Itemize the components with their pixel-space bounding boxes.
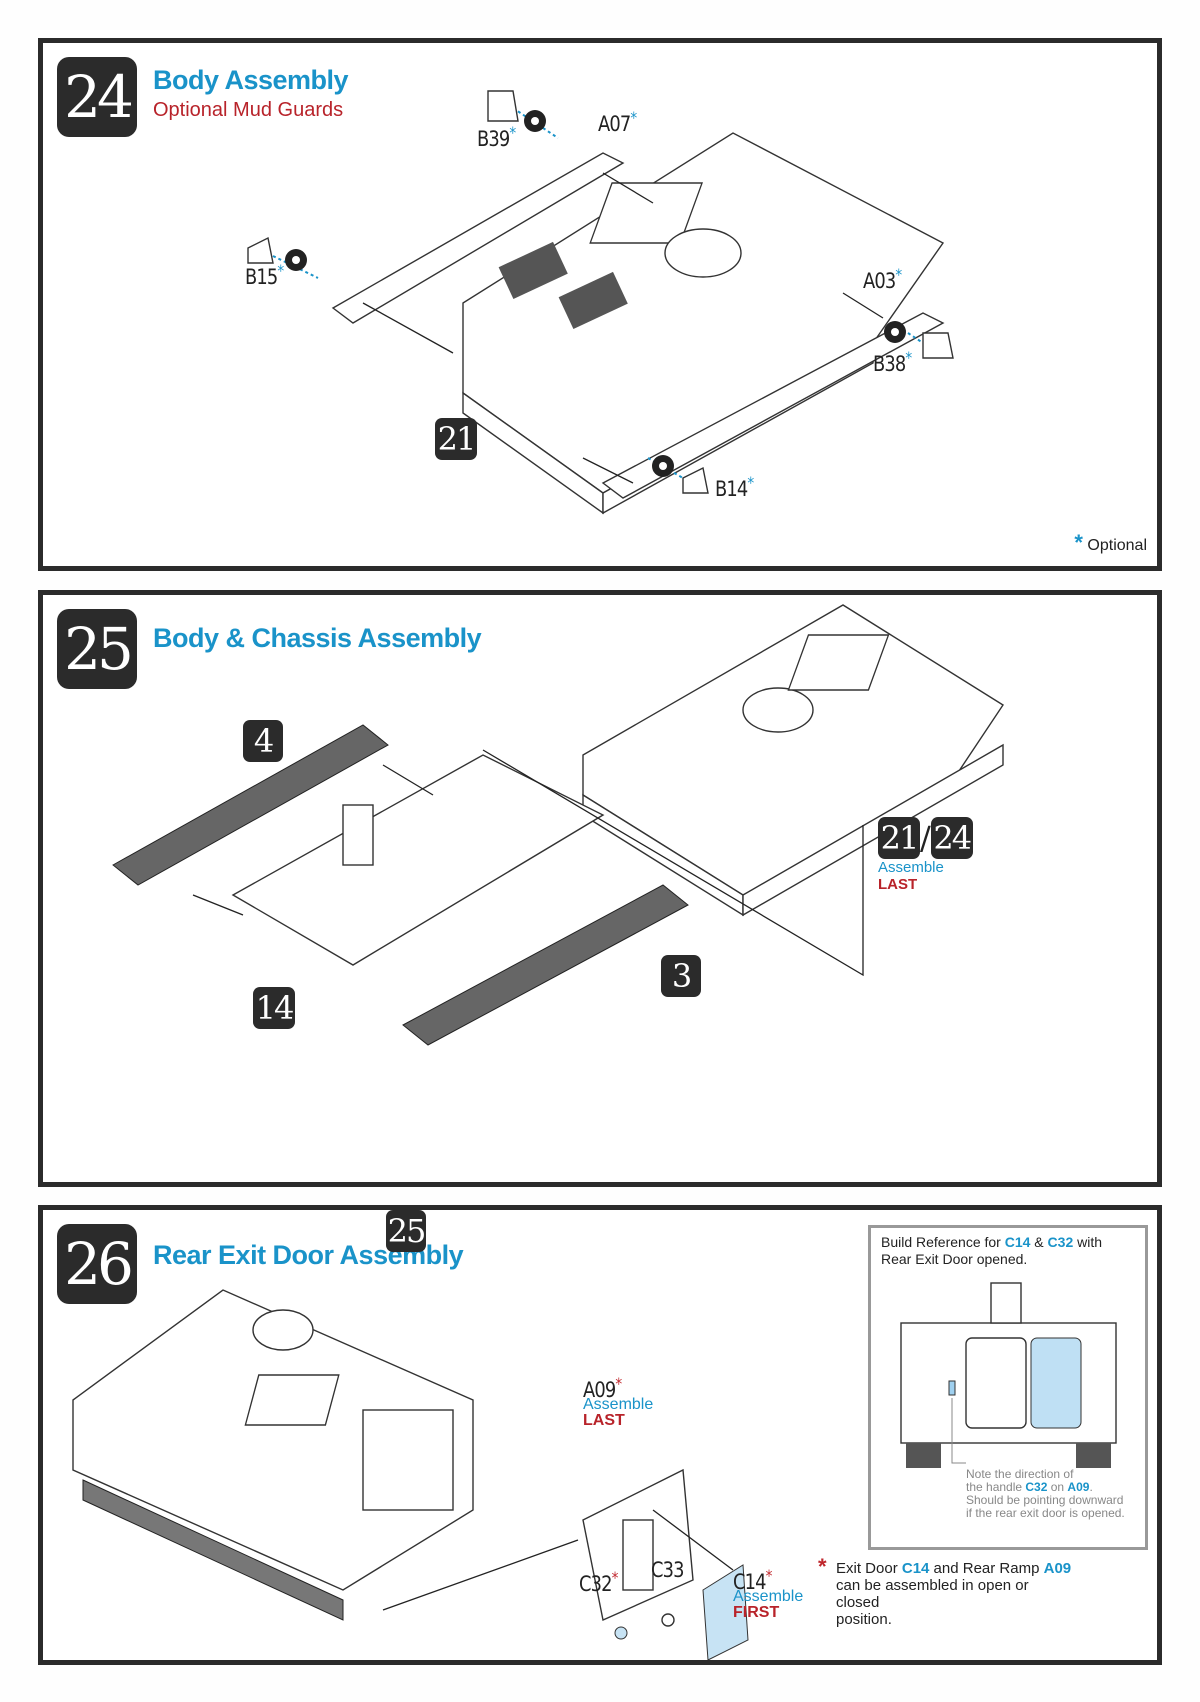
step-number-badge: 25 (57, 609, 137, 689)
rear-view-illustration (900, 1282, 1117, 1468)
build-reference-box: Build Reference for C14 & C32 with Rear … (868, 1225, 1148, 1550)
track-left-illustration (112, 724, 389, 886)
step-title: Body Assembly (153, 65, 349, 95)
part-b15-illustration (247, 236, 274, 264)
part-label-c33: C33 (651, 1558, 684, 1582)
assembly-footnote: * Exit Door C14 and Rear Ramp A09 can be… (818, 1554, 1072, 1629)
ref-step-3: 3 (661, 955, 701, 997)
part-label-a09: A09* (583, 1374, 622, 1402)
part-b38-illustration (922, 332, 954, 359)
step-subtitle: Optional Mud Guards (153, 99, 344, 121)
step-number-badge: 26 (57, 1224, 137, 1304)
note-star-icon: * (615, 1374, 622, 1393)
part-b14-illustration (682, 466, 709, 494)
part-label-a07: A07* (598, 108, 637, 136)
note-star-icon: * (818, 1554, 827, 1579)
mud-guard-diagram (247, 90, 954, 515)
part-label-b15: B15* (245, 261, 284, 289)
exit-door-c14-illustration (702, 1564, 749, 1660)
step-number-badge: 24 (57, 57, 137, 137)
step-title: Body & Chassis Assembly (153, 623, 482, 653)
optional-star-icon: * (895, 265, 902, 284)
handle-c32-illustration (614, 1626, 628, 1640)
cement-icon (285, 249, 307, 271)
ref-step-14: 14 (253, 987, 295, 1029)
optional-star-icon: * (630, 108, 637, 127)
optional-star-icon: * (1074, 530, 1083, 555)
ref-step-24: 24 (930, 817, 973, 859)
handle-c32-illustration (948, 1380, 956, 1396)
optional-star-icon: * (747, 473, 754, 492)
part-label-b14: B14* (715, 473, 754, 501)
mud-guard-a03 (601, 312, 945, 499)
step-24-panel: 24 Body Assembly Optional Mud Guards (38, 38, 1162, 571)
part-label-b39: B39* (477, 123, 516, 151)
hull-illustration (72, 1289, 474, 1591)
ref-step-4: 4 (243, 720, 283, 762)
chassis-illustration (231, 754, 605, 966)
exit-door-c14-open (1030, 1337, 1082, 1429)
part-label-c32: C32* (579, 1568, 618, 1596)
part-label-c14: C14* (733, 1566, 772, 1594)
part-label-a03: A03* (863, 265, 902, 293)
ref-step-25: 25 (386, 1210, 426, 1252)
note-star-icon: * (765, 1566, 773, 1585)
step-25-panel: 25 Body & Chassis Assembly 4 3 14 21 / 2… (38, 590, 1162, 1187)
optional-star-icon: * (509, 123, 516, 142)
cement-icon (524, 110, 546, 132)
ref-step-21: 21 (878, 817, 920, 859)
part-label-b38: B38* (873, 348, 912, 376)
mud-guard-a07 (331, 152, 625, 324)
rear-door-diagram (72, 1289, 749, 1660)
optional-star-icon: * (277, 261, 284, 280)
track-right-illustration (402, 884, 689, 1046)
chassis-diagram (112, 604, 1004, 1046)
cement-icon (652, 455, 674, 477)
hinge-c33-illustration (661, 1613, 675, 1627)
ref-step-21: 21 (435, 418, 477, 460)
optional-star-icon: * (905, 348, 912, 367)
part-b39-illustration (487, 90, 519, 122)
reference-heading: Build Reference for C14 & C32 with Rear … (881, 1234, 1103, 1267)
optional-legend: * Optional (1074, 530, 1147, 555)
assemble-last-callout: 21 / 24 Assemble LAST (878, 817, 973, 893)
cement-icon (884, 321, 906, 343)
reference-note: Note the direction of the handle C32 on … (966, 1467, 1125, 1520)
note-star-icon: * (611, 1568, 619, 1587)
